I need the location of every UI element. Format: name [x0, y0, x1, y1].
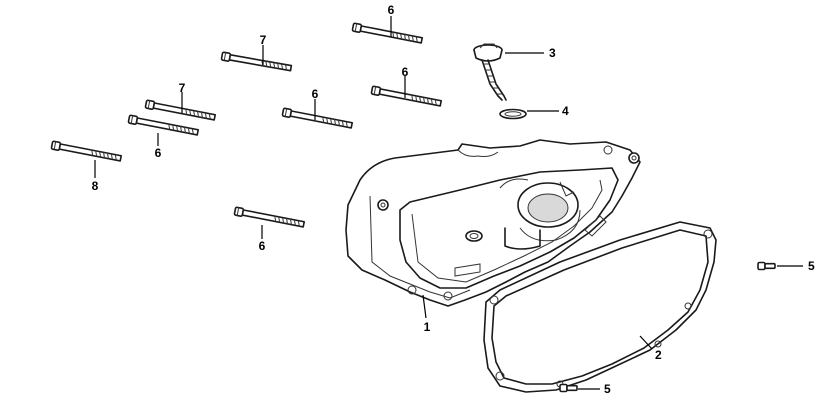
bolt-6-left [127, 114, 200, 138]
callout-4: 4 [562, 104, 569, 118]
callout-1: 1 [424, 320, 431, 334]
callout-7-left: 7 [179, 81, 186, 95]
leader-lines [94, 16, 803, 390]
o-ring [499, 108, 527, 120]
callout-5-bottom: 5 [604, 382, 611, 396]
callout-8: 8 [92, 179, 99, 193]
dowel-pin-right [757, 261, 776, 271]
bolt-7-left [144, 99, 217, 123]
bolt-8 [50, 140, 123, 164]
callout-7-top: 7 [260, 33, 267, 47]
callout-6-top: 6 [388, 3, 395, 17]
crankcase-cover [345, 139, 641, 307]
bolt-6-right [370, 85, 443, 109]
bolt-6-top [351, 22, 424, 46]
callout-3: 3 [549, 46, 556, 60]
bolt-6-bottom [233, 206, 306, 230]
bolt-6-middle [281, 107, 354, 131]
dowel-pin-bottom [559, 383, 578, 393]
callout-6-bottom: 6 [259, 239, 266, 253]
callout-6-middle: 6 [312, 87, 319, 101]
callout-5-right: 5 [808, 259, 815, 273]
dipstick-plug [473, 43, 507, 101]
bolt-7-top [220, 51, 293, 73]
callout-6-right: 6 [402, 65, 409, 79]
callout-2: 2 [655, 348, 662, 362]
gasket [483, 221, 717, 393]
callout-6-left: 6 [155, 146, 162, 160]
